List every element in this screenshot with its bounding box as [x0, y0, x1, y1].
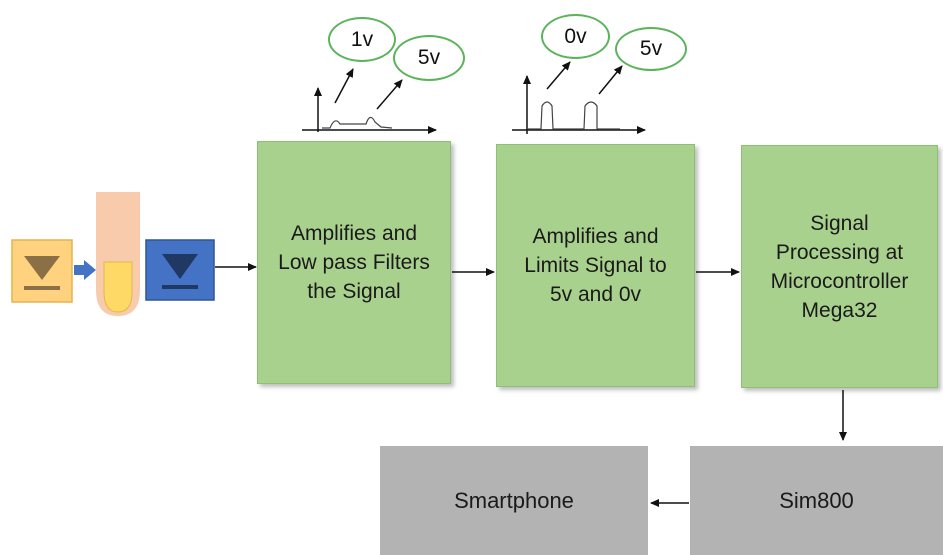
bubble-1v-label: 1v	[350, 27, 374, 51]
amplify-limit-line-1: Amplifies and	[532, 225, 659, 248]
processing-line-2: Processing at	[775, 240, 904, 264]
signal-processing-block: Signal Processing at Microcontroller Meg…	[741, 145, 938, 388]
smartphone-label: Smartphone	[454, 487, 574, 513]
bubble-5v-limited-label: 5v	[639, 37, 663, 60]
emitter-to-finger-arrow	[74, 260, 96, 280]
processing-line-4: Mega32	[801, 298, 878, 322]
bubble-5v-filtered: 5v	[393, 35, 465, 81]
finger-icon	[96, 192, 140, 316]
sim800-label: Sim800	[779, 487, 854, 513]
square-waveform-icon	[512, 61, 646, 134]
photodetector-icon	[145, 239, 215, 301]
bubble-1v: 1v	[328, 17, 396, 62]
amplify-limit-line-2: Limits Signal to	[524, 254, 667, 277]
smartphone-block: Smartphone	[380, 446, 648, 555]
sim800-block: Sim800	[690, 446, 943, 555]
amplify-filter-line-1: Amplifies and	[290, 222, 418, 245]
bubble-5v-filtered-label: 5v	[417, 46, 441, 69]
pulse-waveform-icon	[302, 68, 437, 134]
bubble-5v-limited: 5v	[615, 27, 687, 71]
led-emitter-icon	[11, 239, 73, 303]
amplify-limit-block: Amplifies and Limits Signal to 5v and 0v	[496, 144, 695, 387]
processing-line-3: Microcontroller	[770, 269, 909, 293]
amplify-filter-line-2: Low pass Filters	[278, 251, 430, 274]
amplify-filter-block: Amplifies and Low pass Filters the Signa…	[257, 141, 451, 384]
bubble-0v: 0v	[541, 14, 610, 59]
amplify-filter-line-3: the Signal	[307, 280, 401, 303]
amplify-limit-line-3: 5v and 0v	[549, 283, 642, 306]
bubble-0v-label: 0v	[564, 24, 587, 48]
processing-line-1: Signal	[810, 211, 869, 235]
